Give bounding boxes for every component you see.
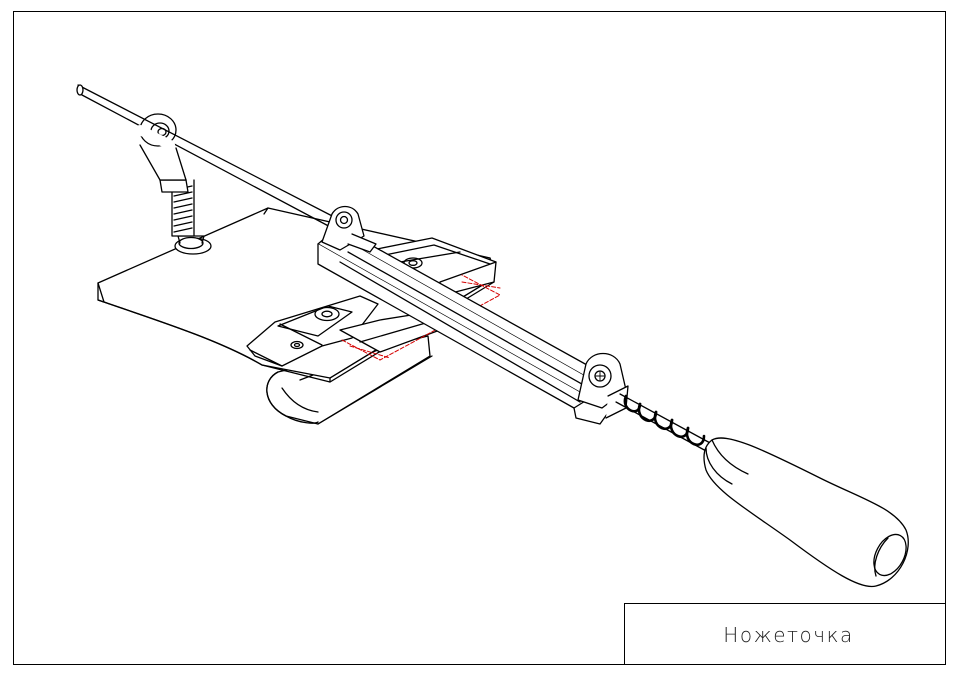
guide-rod [76, 84, 341, 231]
inner-rod [615, 393, 713, 453]
handle [703, 437, 909, 588]
drawing-title: Ножеточка [723, 622, 854, 647]
left-clamp [246, 295, 441, 367]
pivot-right [577, 352, 629, 419]
base-foot [266, 329, 433, 425]
pivot-left [321, 205, 377, 253]
drawing-frame [13, 11, 946, 665]
title-block: Ножеточка [624, 603, 946, 665]
threaded-post [159, 179, 212, 255]
carriage [317, 229, 615, 425]
